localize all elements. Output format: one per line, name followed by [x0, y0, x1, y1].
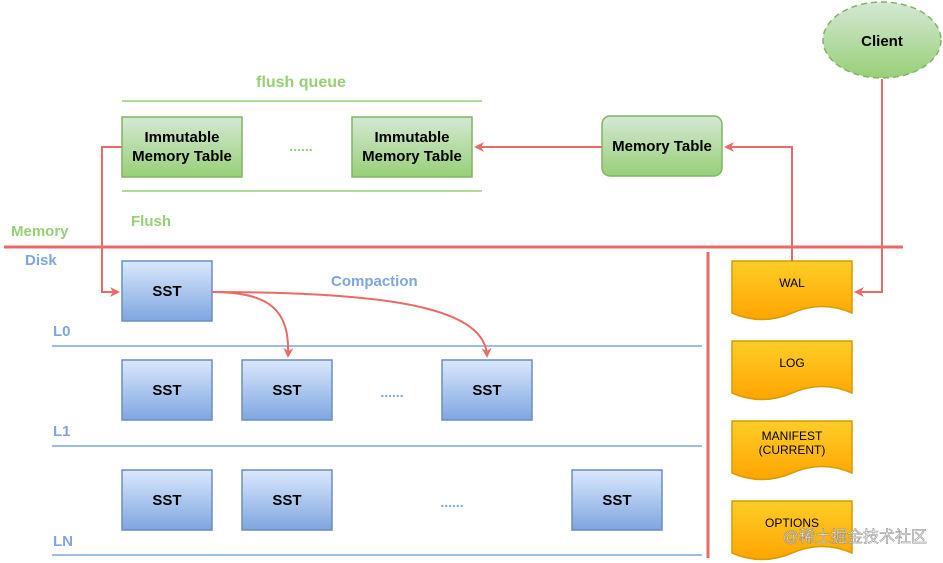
client-label: Client [861, 33, 903, 50]
level-label-ln: LN [53, 533, 73, 550]
immutable-1-line1: Immutable [144, 129, 219, 146]
sst-ln-2: SST [241, 469, 333, 531]
immutable-2-line2: Memory Table [362, 148, 462, 165]
immutable-memtable-2: Immutable Memory Table [351, 116, 473, 178]
sst-ln-ellipsis: ...... [440, 494, 463, 510]
memory-table-label: Memory Table [612, 138, 712, 155]
sst-l1-ellipsis: ...... [380, 384, 403, 400]
sst-label: SST [152, 382, 181, 399]
sst-label: SST [152, 492, 181, 509]
arrow-client-to-wal [854, 79, 883, 297]
level-label-l1: L1 [53, 423, 71, 440]
file-options: OPTIONS [731, 500, 853, 561]
sst-l1-3: SST [441, 359, 533, 421]
arrow-compaction-2 [211, 291, 492, 358]
arrow-wal-to-memtable [724, 142, 793, 261]
file-log-label: LOG [779, 356, 804, 370]
immutable-1-line2: Memory Table [132, 148, 232, 165]
disk-label: Disk [25, 252, 57, 269]
flush-queue-ellipsis: ...... [289, 138, 312, 154]
file-options-label: OPTIONS [765, 516, 819, 530]
sst-label: SST [152, 283, 181, 300]
sst-label: SST [272, 492, 301, 509]
memory-label: Memory [11, 223, 69, 240]
flush-label: Flush [131, 213, 171, 230]
immutable-2-line1: Immutable [374, 129, 449, 146]
flush-queue-title: flush queue [256, 74, 346, 91]
sst-ln-1: SST [121, 469, 213, 531]
file-manifest-line2: (CURRENT) [759, 443, 826, 457]
sst-label: SST [472, 382, 501, 399]
watermark: @稀土掘金技术社区 [783, 528, 927, 546]
immutable-memtable-1: Immutable Memory Table [121, 116, 243, 178]
sst-l1-2: SST [241, 359, 333, 421]
file-wal-label: WAL [779, 276, 805, 290]
sst-label: SST [272, 382, 301, 399]
sst-l1-1: SST [121, 359, 213, 421]
file-log: LOG [731, 340, 853, 401]
sst-label: SST [602, 492, 631, 509]
compaction-label: Compaction [331, 273, 418, 290]
level-label-l0: L0 [53, 323, 71, 340]
file-manifest-line1: MANIFEST [762, 429, 823, 443]
arrow-flush-to-sst [101, 146, 122, 297]
sst-ln-3: SST [571, 469, 663, 531]
sst-l0-1: SST [121, 260, 213, 322]
file-manifest: MANIFEST (CURRENT) [731, 420, 853, 481]
client-node: Client [822, 1, 942, 79]
memory-table-node: Memory Table [601, 115, 723, 177]
file-wal: WAL [731, 260, 853, 321]
